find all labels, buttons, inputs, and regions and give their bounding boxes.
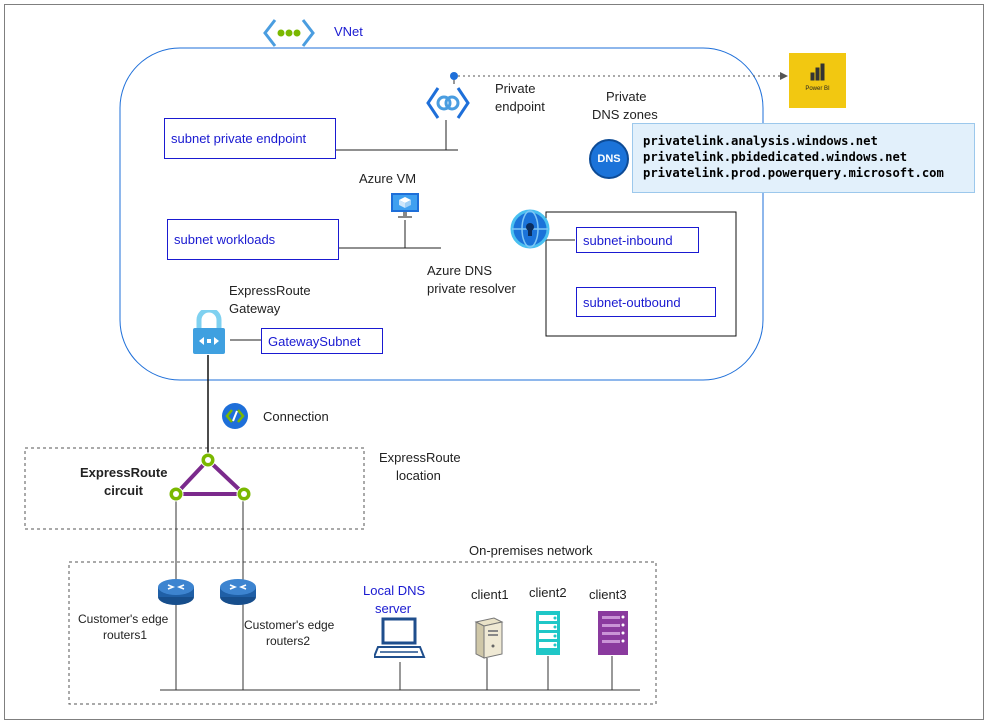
vnet-icon [263, 19, 315, 47]
dns-resolver-label-line2: private resolver [427, 281, 516, 296]
connection-label: Connection [263, 409, 329, 424]
on-premises-label: On-premises network [469, 543, 593, 558]
laptop-icon [374, 617, 426, 658]
client1-server-icon [474, 617, 504, 659]
expressroute-location-box [24, 447, 365, 530]
expressroute-circuit-icon [168, 452, 252, 502]
azure-vm-label: Azure VM [359, 171, 417, 186]
router1-icon [158, 579, 194, 605]
connection-icon [222, 403, 248, 429]
private-endpoint-label-line2: endpoint [495, 99, 545, 114]
router1-label-line2: routers1 [103, 628, 148, 642]
dns-zone-item: privatelink.pbidedicated.windows.net [643, 150, 908, 164]
private-dns-zones-label-line2: DNS zones [592, 107, 658, 122]
resolver-box [545, 211, 737, 337]
power-bi-label: Power BI [805, 86, 830, 92]
private-dns-zones-label-line1: Private [606, 89, 647, 104]
subnet-private-endpoint: subnet private endpoint [164, 118, 336, 159]
expressroute-gateway-label-line1: ExpressRoute [229, 283, 311, 298]
dns-zone-item: privatelink.analysis.windows.net [643, 134, 878, 148]
dns-resolver-label-line1: Azure DNS [427, 263, 493, 278]
client1-label: client1 [471, 587, 509, 602]
expressroute-circuit-label-line2: circuit [104, 483, 144, 498]
client2-label: client2 [529, 585, 567, 600]
expressroute-gateway-icon [193, 310, 225, 354]
expressroute-location-label-line1: ExpressRoute [379, 450, 461, 465]
vnet-boundary [119, 47, 764, 381]
virtual-machine-icon [391, 193, 419, 218]
power-bi-icon: Power BI [789, 53, 846, 108]
expressroute-location-label-line2: location [396, 468, 441, 483]
dns-zone-icon: DNS [589, 139, 629, 179]
dns-zone-item: privatelink.prod.powerquery.microsoft.co… [643, 166, 944, 180]
on-premises-box [68, 561, 657, 705]
router2-icon [220, 579, 256, 605]
client3-server-icon [598, 611, 628, 655]
vnet-label: VNet [334, 24, 363, 39]
dns-icon-text: DNS [597, 153, 621, 165]
client2-server-icon [536, 611, 560, 655]
diagram-frame [4, 4, 984, 720]
router2-label-line1: Customer's edge [244, 618, 335, 632]
dns-zone-list: privatelink.analysis.windows.net private… [632, 123, 975, 193]
router2-label-line2: routers2 [266, 634, 311, 648]
gateway-subnet: GatewaySubnet [261, 328, 383, 354]
subnet-inbound: subnet-inbound [576, 227, 699, 253]
local-dns-label-line1: Local DNS [363, 583, 426, 598]
expressroute-circuit-label-line1: ExpressRoute [80, 465, 168, 480]
client3-label: client3 [589, 587, 627, 602]
subnet-workloads: subnet workloads [167, 219, 339, 260]
subnet-outbound: subnet-outbound [576, 287, 716, 317]
expressroute-gateway-label-line2: Gateway [229, 301, 281, 316]
private-endpoint-label-line1: Private [495, 81, 536, 96]
router1-label-line1: Customer's edge [78, 612, 169, 626]
private-endpoint-icon [426, 87, 470, 119]
local-dns-label-line2: server [375, 601, 412, 616]
dns-private-resolver-icon [510, 209, 550, 249]
